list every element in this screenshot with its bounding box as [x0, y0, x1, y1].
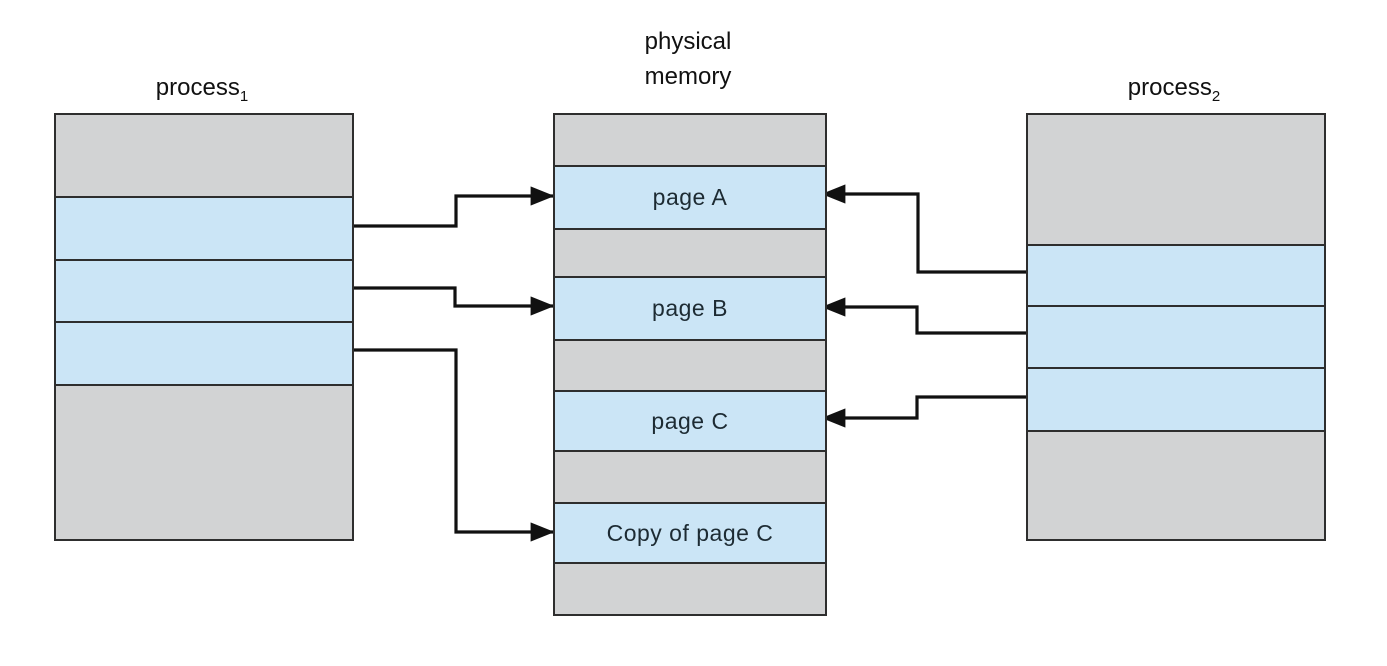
process2-segment-shared-2 [1028, 305, 1324, 367]
process1-segment-shared-2 [56, 259, 352, 321]
arrow-process1-to-page-b [350, 286, 555, 316]
physical-memory-title-line1: physical [644, 28, 732, 55]
copy-of-page-c-label: Copy of page C [606, 519, 774, 546]
process2-segment-private-0 [1028, 115, 1324, 244]
process1-segment-private-4 [56, 384, 352, 539]
process2-title: process2 [1026, 70, 1322, 105]
physical-memory-column: page A page B page C Copy of page C [553, 113, 827, 616]
arrow-process1-to-page-a [350, 186, 555, 228]
physical-memory-segment-private-4 [555, 339, 825, 390]
arrow-process1-to-copy-of-page-c [350, 348, 555, 542]
process1-segment-shared-3 [56, 321, 352, 384]
physical-memory-segment-private-2 [555, 228, 825, 276]
arrow-process2-to-page-a [821, 184, 1026, 274]
process2-title-text: process [1127, 74, 1212, 101]
process1-column [54, 113, 354, 541]
process2-column [1026, 113, 1326, 541]
process2-segment-private-4 [1028, 430, 1324, 539]
arrow-process2-to-page-b [821, 297, 1026, 335]
page-b-label: page B [652, 295, 728, 321]
page-c-label: page C [651, 407, 729, 434]
physical-memory-segment-page-a: page A [555, 165, 825, 228]
physical-memory-segment-private-0 [555, 115, 825, 165]
process2-segment-shared-3 [1028, 367, 1324, 430]
process2-title-subscript: 2 [1211, 87, 1221, 105]
physical-memory-title: physical memory [553, 24, 823, 94]
process1-title: process1 [54, 70, 350, 105]
arrow-process2-to-page-c [821, 395, 1026, 428]
physical-memory-segment-copy-of-page-c: Copy of page C [555, 502, 825, 562]
process1-segment-private-0 [56, 115, 352, 196]
process1-title-subscript: 1 [239, 87, 249, 105]
physical-memory-segment-page-c: page C [555, 390, 825, 450]
physical-memory-segment-page-b: page B [555, 276, 825, 339]
physical-memory-segment-private-8 [555, 562, 825, 614]
physical-memory-title-line2: memory [644, 63, 732, 90]
process1-segment-shared-1 [56, 196, 352, 259]
process1-title-text: process [155, 74, 240, 101]
page-a-label: page A [652, 184, 728, 210]
physical-memory-segment-private-6 [555, 450, 825, 502]
process2-segment-shared-1 [1028, 244, 1324, 305]
